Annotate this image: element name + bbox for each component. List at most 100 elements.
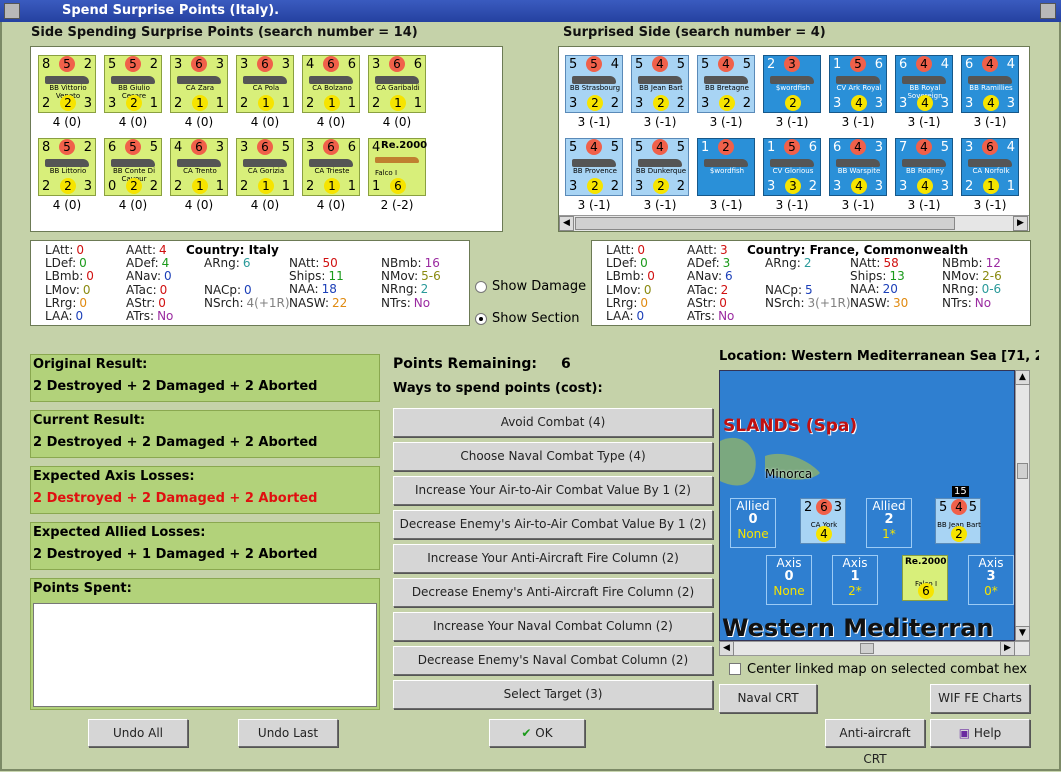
counter-t: 3 (965, 140, 974, 155)
map-horizontal-scrollbar[interactable]: ◀ ▶ (719, 641, 1030, 656)
counter-b2: 1 (324, 95, 340, 111)
spend-option-button[interactable]: Increase Your Anti-Aircraft Fire Column … (393, 544, 713, 573)
map-scroll-down-icon[interactable]: ▼ (1015, 626, 1030, 641)
center-map-checkbox[interactable] (729, 663, 741, 675)
counter-name: CA Gorizia (247, 167, 285, 175)
scroll-left-icon[interactable]: ◀ (559, 216, 574, 231)
counter-b1: 3 (833, 179, 842, 194)
spend-option-button[interactable]: Select Target (3) (393, 680, 713, 709)
spend-option-button[interactable]: Increase Your Air-to-Air Combat Value By… (393, 476, 713, 505)
stat-label: NRng: (942, 282, 979, 297)
show-section-radio[interactable] (475, 313, 487, 325)
points-spent-box: Points Spent: (30, 578, 380, 710)
counter-s: 3 (281, 57, 290, 72)
naval-crt-button[interactable]: Naval CRT (719, 684, 817, 713)
spend-option-button[interactable]: Decrease Enemy's Anti-Aircraft Fire Colu… (393, 578, 713, 607)
points-spent-list[interactable] (33, 603, 377, 707)
current-result-box: Current Result: 2 Destroyed + 2 Damaged … (30, 410, 380, 458)
spend-option-button[interactable]: Decrease Enemy's Naval Combat Column (2) (393, 646, 713, 675)
counter-s: 4 (940, 57, 949, 72)
country-name: France, Commonwealth (809, 243, 969, 257)
air-unit-title: Re.2000 (381, 140, 428, 151)
map-scroll-left-icon[interactable]: ◀ (719, 641, 734, 656)
spend-option-button[interactable]: Decrease Enemy's Air-to-Air Combat Value… (393, 510, 713, 539)
counter-t: 5 (569, 57, 578, 72)
window-menu-icon[interactable] (4, 3, 20, 19)
counter-r: 4 (718, 56, 734, 72)
close-icon[interactable] (1040, 3, 1056, 19)
undo-last-button[interactable]: Undo Last (238, 719, 338, 747)
counter-s: 2 (83, 140, 92, 155)
scroll-thumb[interactable] (575, 217, 955, 230)
scroll-right-icon[interactable]: ▶ (1013, 216, 1028, 231)
map-vertical-scrollbar[interactable]: ▲ ▼ (1015, 370, 1030, 641)
counter-s: 5 (940, 140, 949, 155)
counter-value: 4 (0) (184, 198, 214, 212)
wif-fe-charts-button[interactable]: WIF FE Charts (930, 684, 1030, 713)
map-vscroll-thumb[interactable] (1017, 463, 1028, 479)
show-damage-radio[interactable] (475, 281, 487, 293)
stat-value: 0 (76, 243, 85, 257)
map-scroll-right-icon[interactable]: ▶ (1000, 641, 1015, 656)
counter-b1: 2 (240, 96, 249, 111)
stat-value: 0 (647, 269, 655, 284)
spend-option-button[interactable]: Avoid Combat (4) (393, 408, 713, 437)
ship-silhouette-icon (770, 159, 814, 167)
map-counter-falco[interactable]: Re.2000Falco I6 (902, 555, 948, 601)
map-hscroll-thumb[interactable] (860, 643, 874, 654)
stat-value: No (157, 309, 174, 323)
units-scrollbar[interactable]: ◀ ▶ (559, 215, 1029, 231)
stat-label: NASW: (289, 295, 330, 310)
allied-box-1-status: None (737, 527, 769, 541)
spend-option-button[interactable]: Increase Your Naval Combat Column (2) (393, 612, 713, 641)
axis-box-1-status: None (773, 584, 805, 598)
stat-laa: LAA:0 (45, 310, 83, 323)
axis-losses-box: Expected Axis Losses: 2 Destroyed + 2 Da… (30, 466, 380, 514)
counter-s: 5 (676, 57, 685, 72)
help-button[interactable]: ▣ Help (930, 719, 1030, 747)
stat-label: NACp: (204, 282, 242, 297)
map-scroll-up-icon[interactable]: ▲ (1015, 370, 1030, 385)
counter-name: BB Warspite (837, 167, 881, 175)
anti-aircraft-crt-button[interactable]: Anti-aircraft CRT (825, 719, 925, 766)
ok-button[interactable]: ✔ OK (489, 719, 585, 747)
undo-all-button[interactable]: Undo All (88, 719, 188, 747)
spend-option-button[interactable]: Choose Naval Combat Type (4) (393, 442, 713, 471)
counter-r: 6 (257, 56, 273, 72)
